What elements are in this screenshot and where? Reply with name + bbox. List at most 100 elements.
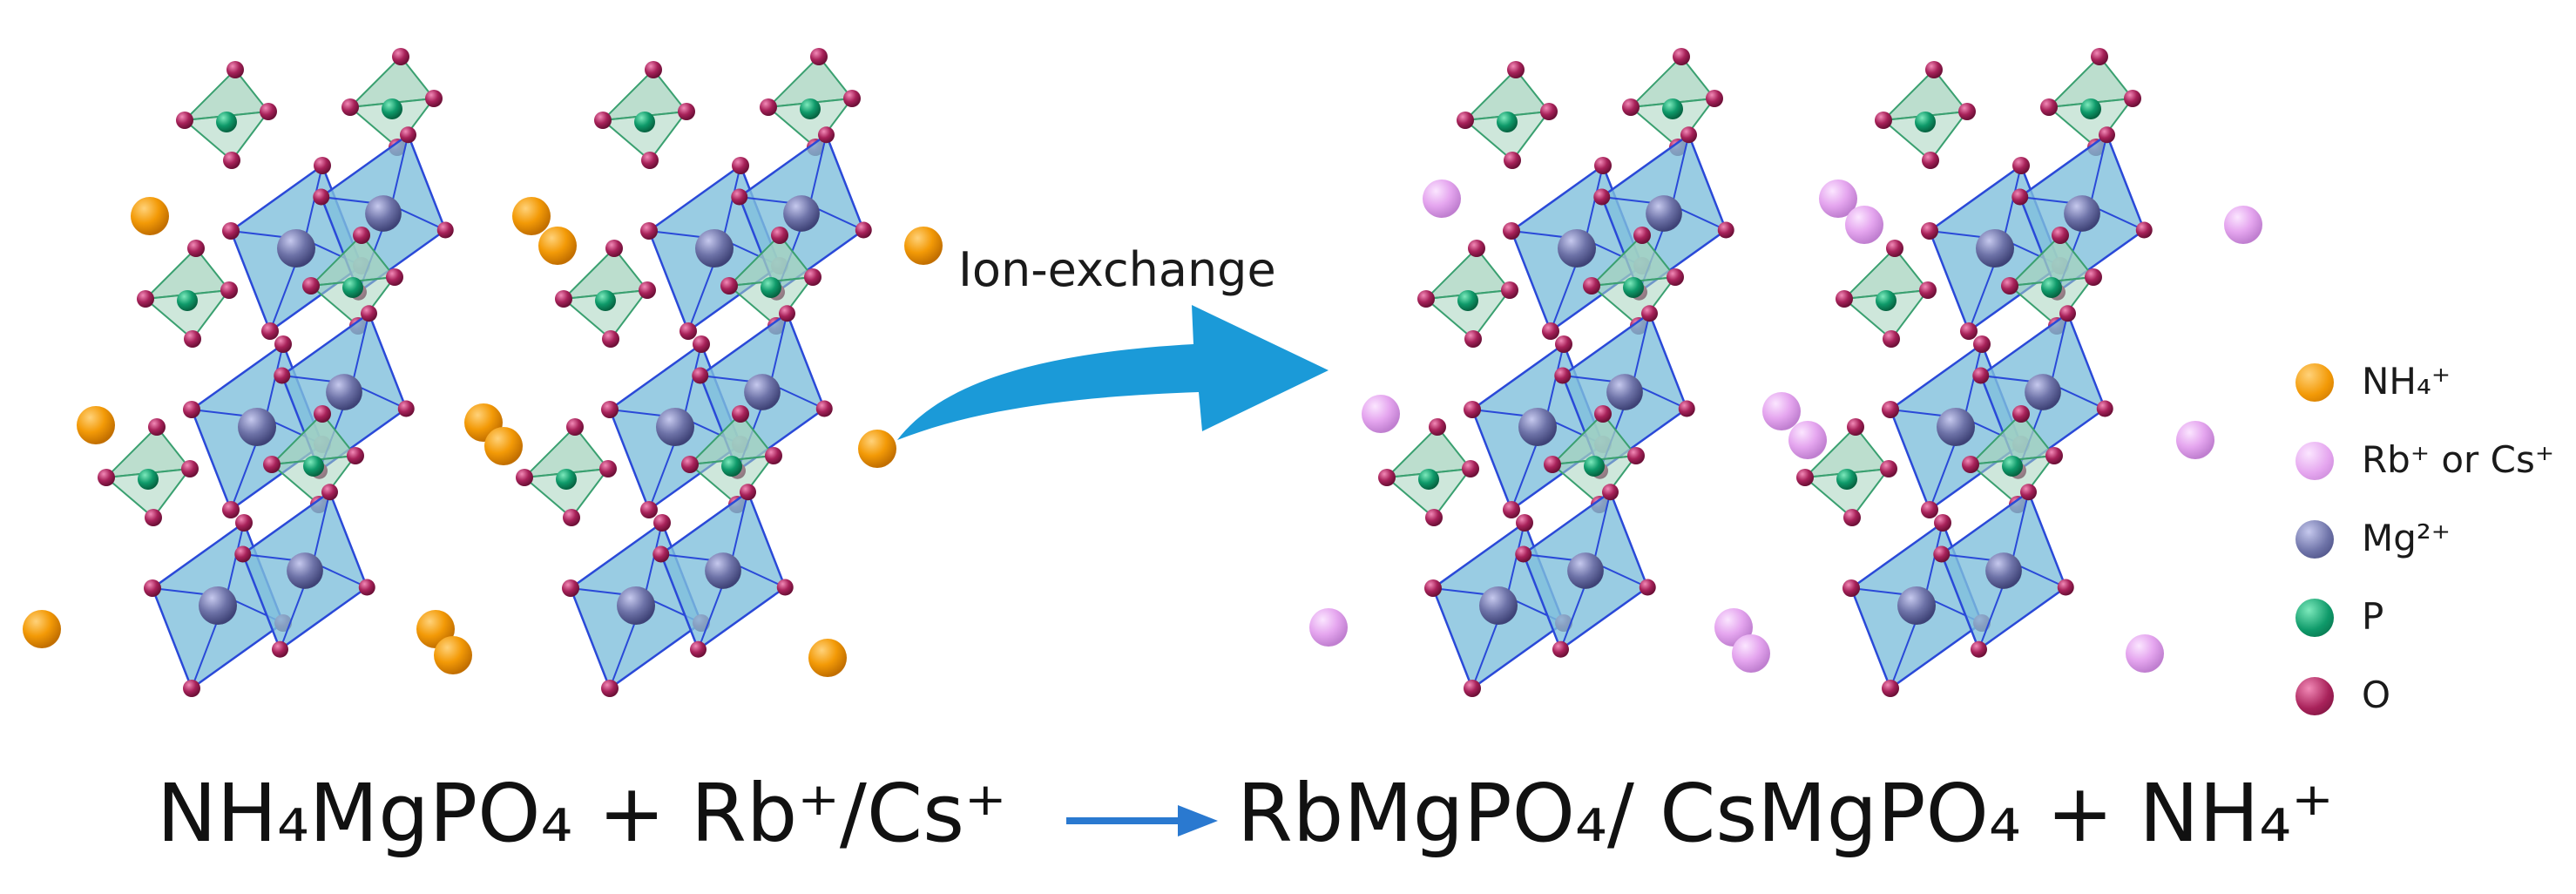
right-crystal-structure [1309, 48, 2262, 697]
o-atom [855, 221, 872, 239]
mg-atom [1937, 408, 1975, 446]
o-atom [176, 112, 193, 129]
o-atom [1378, 469, 1396, 486]
legend-item-rb-cs: Rb⁺ or Cs⁺ [2287, 431, 2566, 492]
o-atom [425, 90, 443, 107]
mg-atom [1646, 195, 1682, 232]
legend-item-nh4: NH₄⁺ [2287, 353, 2566, 414]
o-atom [1680, 126, 1697, 144]
o-atom [347, 447, 364, 464]
legend-label: Mg²⁺ [2362, 517, 2451, 559]
o-atom [2011, 188, 2029, 206]
o-atom [678, 103, 695, 120]
p-atom [177, 290, 198, 311]
exchangeable-cation [538, 227, 577, 265]
o-atom [1796, 469, 1814, 486]
o-atom [1921, 501, 1938, 518]
p-atom [1915, 112, 1936, 132]
o-atom [314, 405, 331, 423]
reaction-equation: NH₄MgPO₄ + Rb⁺/Cs⁺ RbMgPO₄/ CsMgPO₄ + NH… [157, 767, 2509, 880]
o-atom [1960, 322, 1978, 340]
exchangeable-cation [484, 427, 523, 465]
mg-atom [277, 229, 315, 268]
o-atom [1880, 460, 1897, 477]
o-atom [145, 509, 162, 526]
mg-atom [199, 586, 237, 625]
o-atom [2012, 405, 2030, 423]
p-atom [2041, 277, 2062, 298]
o-atom [1971, 640, 1987, 658]
o-atom [1639, 579, 1656, 596]
mg-atom [2064, 195, 2100, 232]
o-atom [321, 484, 338, 501]
mg-atom [2025, 374, 2061, 410]
mg-atom [238, 408, 276, 446]
p-atom [595, 290, 616, 311]
mg-atom [1558, 229, 1596, 268]
o-atom [1594, 405, 1612, 423]
p-atom [138, 469, 159, 490]
exchangeable-cation [131, 197, 169, 235]
o-atom [361, 305, 377, 322]
p-atom [1457, 290, 1478, 311]
o-atom [731, 188, 748, 206]
o-atom [563, 509, 580, 526]
o-atom [2020, 484, 2037, 501]
o-atom [1554, 367, 1572, 384]
o-atom [98, 469, 115, 486]
o-atom [2012, 157, 2030, 174]
o-atom [260, 103, 277, 120]
o-atom [843, 90, 861, 107]
o-atom [804, 268, 821, 286]
exchangeable-cation [1788, 421, 1827, 459]
o-atom [1464, 680, 1481, 697]
o-atom [693, 335, 710, 353]
o-atom [645, 61, 662, 78]
o-atom [1464, 330, 1482, 348]
o-atom [353, 227, 370, 244]
o-atom [386, 268, 403, 286]
o-atom [2099, 126, 2115, 144]
p-atom [2080, 98, 2101, 119]
exchangeable-cation [1732, 634, 1770, 673]
o-atom [602, 330, 619, 348]
nh4-ion-icon [2295, 363, 2334, 402]
p-atom [721, 456, 742, 477]
o-atom [1515, 545, 1532, 563]
o-atom [1958, 103, 1976, 120]
legend-label: NH₄⁺ [2362, 360, 2451, 403]
o-atom [1594, 157, 1612, 174]
p-atom [303, 456, 324, 477]
o-atom [1836, 290, 1853, 308]
o-atom [601, 401, 619, 418]
o-atom [1882, 680, 1899, 697]
p-atom [1418, 469, 1439, 490]
o-atom [274, 367, 291, 384]
o-atom [641, 152, 659, 169]
exchangeable-cation [808, 639, 847, 677]
o-atom [2057, 579, 2074, 596]
mg-atom [287, 552, 323, 589]
o-atom [392, 48, 409, 65]
o-atom [1507, 61, 1525, 78]
o-atom [2045, 447, 2063, 464]
o-atom [1417, 290, 1435, 308]
o-atom [679, 322, 697, 340]
o-atom [2059, 305, 2076, 322]
exchangeable-cation [2126, 634, 2164, 673]
o-atom [720, 277, 738, 295]
o-atom [1673, 48, 1690, 65]
p-atom [800, 98, 821, 119]
o-atom [397, 400, 415, 417]
o-atom [1842, 579, 1860, 597]
p-atom [1623, 277, 1644, 298]
o-atom [1706, 90, 1723, 107]
o-atom [144, 579, 161, 597]
o-atom [1583, 277, 1600, 295]
o-atom [234, 545, 252, 563]
o-atom [1457, 112, 1474, 129]
o-atom [1641, 305, 1658, 322]
exchangeable-cation [2224, 206, 2262, 244]
o-atom [771, 227, 788, 244]
